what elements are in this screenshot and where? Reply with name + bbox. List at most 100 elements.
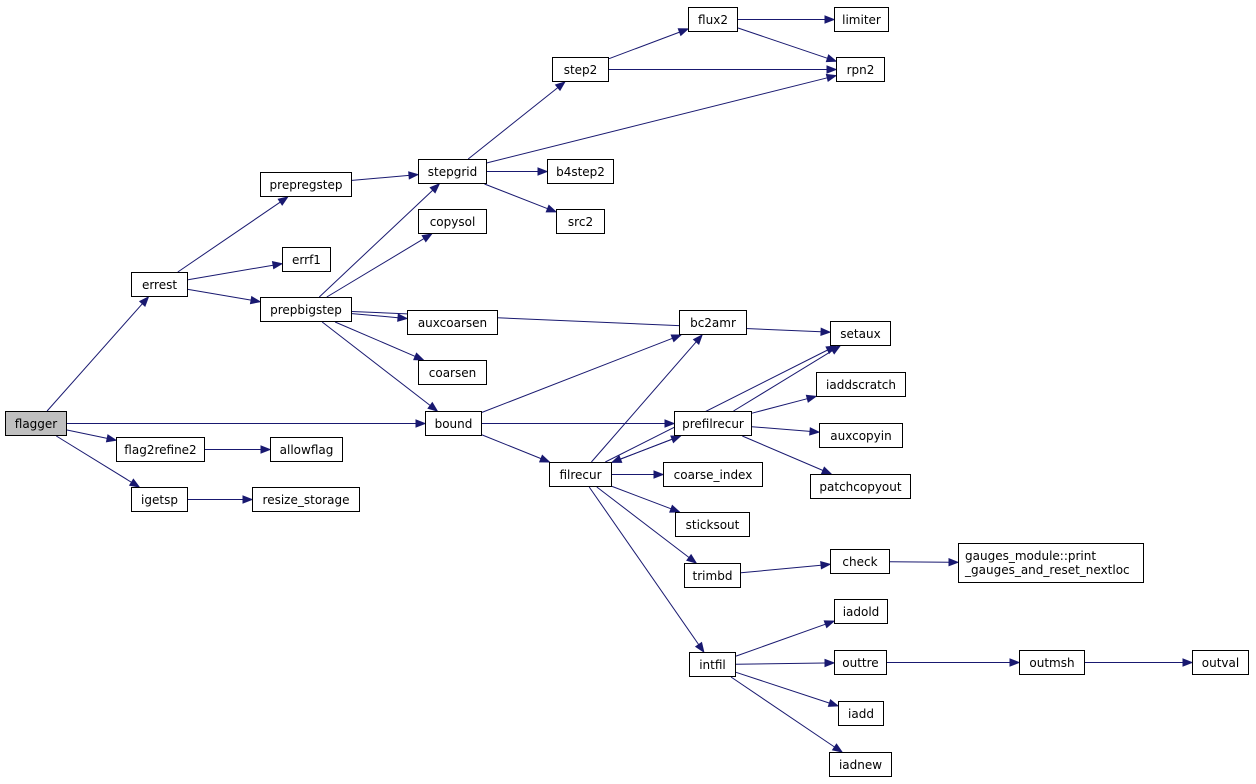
edge-intfil-to-iadnew	[730, 676, 835, 748]
arrowhead-filrecur-to-bc2amr	[692, 333, 704, 345]
node-prepregstep[interactable]: prepregstep	[260, 172, 352, 197]
arrowhead-stepgrid-to-step2	[554, 81, 566, 92]
arrowhead-filrecur-to-coarse_index	[653, 470, 665, 479]
arrowhead-flagger-to-igetsp	[128, 478, 141, 488]
arrowhead-intfil-to-outtre	[824, 658, 836, 668]
arrowhead-step2-to-rpn2	[826, 65, 838, 74]
edge-stepgrid-to-src2	[484, 183, 548, 210]
edges	[46, 15, 1194, 753]
edge-prefilrecur-to-setaux	[733, 350, 833, 412]
node-rpn2[interactable]: rpn2	[836, 57, 885, 82]
node-check[interactable]: check	[830, 549, 890, 574]
node-errest[interactable]: errest	[131, 272, 188, 297]
node-iadnew[interactable]: iadnew	[829, 752, 892, 777]
node-outtre[interactable]: outtre	[834, 650, 887, 675]
node-flag2refine2[interactable]: flag2refine2	[116, 437, 205, 462]
node-auxcoarsen[interactable]: auxcoarsen	[407, 310, 498, 335]
node-errf1[interactable]: errf1	[282, 247, 331, 272]
arrowhead-prefilrecur-to-filrecur	[610, 455, 623, 463]
edge-prepbigstep-to-bound	[321, 321, 431, 406]
arrowhead-filrecur-to-trimbd	[686, 553, 698, 564]
arrowhead-errest-to-prepregstep	[277, 196, 289, 206]
node-bound[interactable]: bound	[425, 411, 482, 436]
edge-intfil-to-iadd	[735, 671, 830, 704]
node-copysol[interactable]: copysol	[418, 209, 487, 234]
arrowhead-prepbigstep-to-setaux	[820, 327, 832, 337]
edge-trimbd-to-check	[740, 564, 822, 574]
node-auxcopyin[interactable]: auxcopyin	[819, 423, 903, 448]
edge-prefilrecur-to-iaddscratch	[751, 398, 808, 414]
node-igetsp[interactable]: igetsp	[131, 487, 188, 512]
node-iaddscratch[interactable]: iaddscratch	[816, 372, 906, 397]
node-patchcopyout[interactable]: patchcopyout	[810, 474, 911, 499]
node-iadd[interactable]: iadd	[838, 701, 884, 726]
edge-prepbigstep-to-copysol	[326, 238, 425, 298]
arrowhead-errest-to-prepbigstep	[249, 295, 262, 305]
arrowhead-prefilrecur-to-setaux	[829, 345, 842, 355]
node-outval[interactable]: outval	[1192, 650, 1249, 675]
node-src2[interactable]: src2	[556, 209, 605, 234]
edge-filrecur-to-intfil	[588, 486, 700, 645]
arrowhead-stepgrid-to-rpn2	[825, 73, 838, 83]
edge-flagger-to-errest	[46, 303, 143, 412]
arrowhead-igetsp-to-resize_storage	[242, 495, 254, 504]
node-stepgrid[interactable]: stepgrid	[418, 159, 487, 184]
arrowhead-step2-to-flux2	[677, 28, 690, 37]
node-setaux[interactable]: setaux	[830, 321, 891, 346]
edge-prepbigstep-to-auxcoarsen	[351, 313, 399, 319]
node-prepbigstep[interactable]: prepbigstep	[260, 297, 352, 322]
node-gauges-print-line1: gauges_module::print	[965, 549, 1097, 563]
edge-flux2-to-rpn2	[737, 27, 828, 59]
edge-prepbigstep-to-coarsen	[334, 321, 416, 357]
edge-flagger-to-igetsp	[56, 435, 132, 483]
node-allowflag[interactable]: allowflag	[270, 437, 343, 462]
edge-stepgrid-to-step2	[467, 87, 559, 160]
node-iadold[interactable]: iadold	[834, 599, 888, 624]
edge-errest-to-prepbigstep	[187, 288, 252, 301]
node-coarsen[interactable]: coarsen	[418, 360, 487, 385]
arrowhead-bound-to-prefilrecur	[664, 419, 676, 428]
node-prefilrecur[interactable]: prefilrecur	[674, 411, 752, 436]
node-gauges-print[interactable]: gauges_module::print _gauges_and_reset_n…	[958, 543, 1144, 583]
arrowhead-stepgrid-to-src2	[545, 204, 558, 213]
arrowhead-flag2refine2-to-allowflag	[260, 445, 272, 454]
arrowhead-trimbd-to-check	[820, 561, 832, 570]
edge-bound-to-bc2amr	[481, 337, 673, 413]
arrowhead-prepbigstep-to-copysol	[421, 233, 433, 243]
node-intfil[interactable]: intfil	[689, 652, 736, 677]
edge-intfil-to-outtre	[735, 662, 826, 665]
node-coarse-index[interactable]: coarse_index	[663, 462, 763, 487]
node-flux2[interactable]: flux2	[688, 7, 738, 32]
edge-stepgrid-to-rpn2	[486, 77, 828, 164]
arrowhead-flux2-to-limiter	[824, 15, 836, 24]
edge-prepbigstep-to-stepgrid	[318, 189, 434, 298]
edge-filrecur-to-sticksout	[611, 485, 672, 510]
arrowhead-filrecur-to-intfil	[694, 641, 705, 654]
edge-flagger-to-flag2refine2	[66, 429, 108, 439]
arrowhead-flagger-to-flag2refine2	[105, 434, 118, 443]
arrowhead-prepregstep-to-stepgrid	[408, 171, 420, 180]
arrowhead-check-to-gauges_print	[948, 557, 960, 567]
node-filrecur[interactable]: filrecur	[549, 462, 612, 487]
arrowhead-prepbigstep-to-auxcoarsen	[397, 313, 409, 322]
arrowhead-outmsh-to-outval	[1182, 658, 1194, 667]
arrowhead-prefilrecur-to-patchcopyout	[820, 466, 833, 475]
node-limiter[interactable]: limiter	[834, 7, 889, 32]
edge-step2-to-flux2	[608, 31, 680, 60]
node-bc2amr[interactable]: bc2amr	[679, 310, 747, 335]
edge-prefilrecur-to-filrecur	[620, 435, 681, 460]
node-b4step2[interactable]: b4step2	[547, 159, 614, 184]
node-sticksout[interactable]: sticksout	[675, 512, 750, 537]
node-resize-storage[interactable]: resize_storage	[252, 487, 360, 512]
arrowhead-flagger-to-bound	[415, 419, 427, 428]
arrowhead-filrecur-to-sticksout	[669, 504, 681, 513]
arrowhead-intfil-to-iadold	[823, 620, 836, 629]
arrowhead-flux2-to-rpn2	[825, 54, 838, 63]
edge-errest-to-errf1	[187, 264, 274, 281]
node-trimbd[interactable]: trimbd	[684, 563, 741, 588]
arrowhead-prefilrecur-to-iaddscratch	[805, 394, 818, 403]
node-outmsh[interactable]: outmsh	[1019, 650, 1085, 675]
arrowhead-stepgrid-to-b4step2	[537, 167, 549, 176]
arrowhead-outtre-to-outmsh	[1009, 658, 1021, 667]
node-step2[interactable]: step2	[552, 57, 609, 82]
